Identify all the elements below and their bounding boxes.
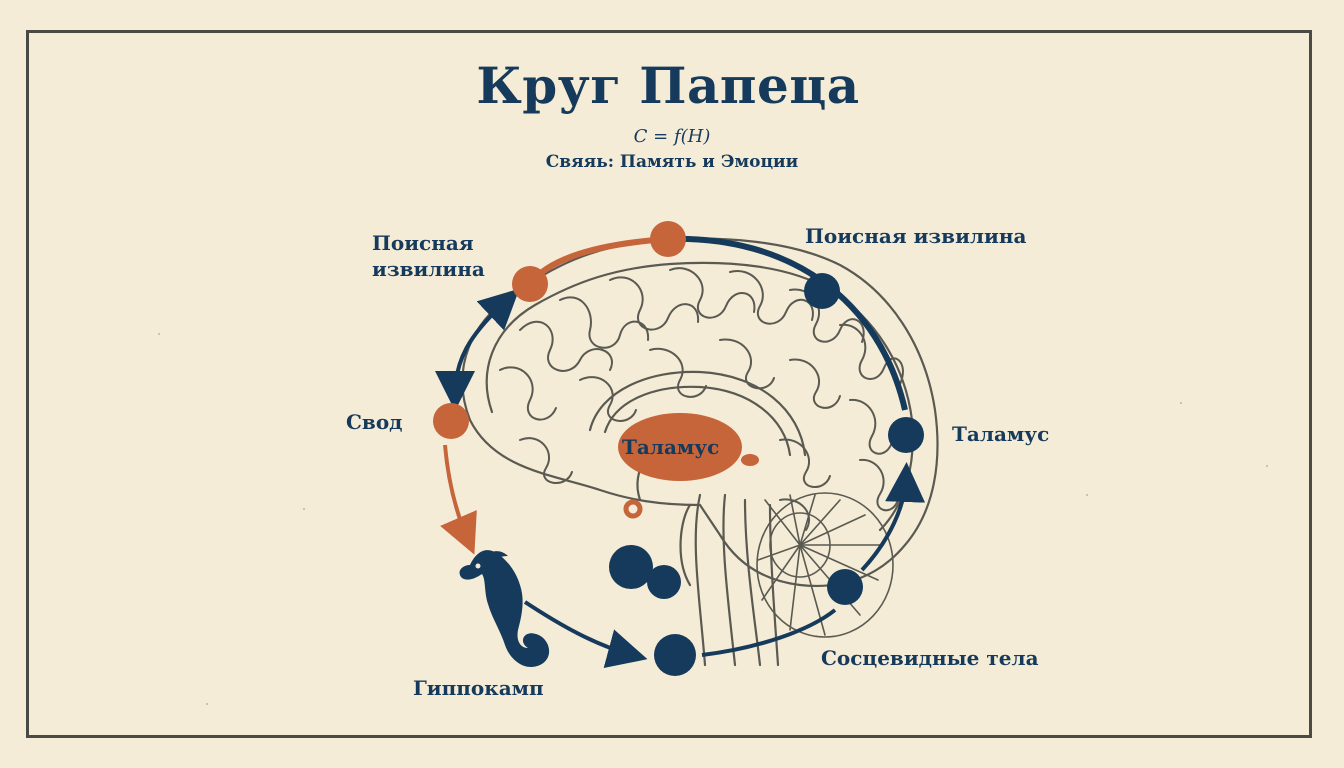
paper-speck [158, 333, 160, 335]
node-cluster-2 [647, 565, 681, 599]
label-mammillary: Сосцевидные тела [821, 646, 1039, 670]
node-top-rust [650, 221, 686, 257]
arrow-fornix-hippocampus [440, 444, 477, 555]
label-left-cingulate: Поисная извилина [372, 230, 485, 282]
label-thalamus-right: Таламус [952, 422, 1050, 446]
label-hippocampus: Гиппокамп [413, 676, 544, 700]
subtitle: Свяяь: Память и Эмоции [545, 152, 799, 172]
seahorse-icon [459, 550, 550, 668]
label-fornix: Свод [346, 410, 403, 434]
node-cluster-1 [609, 545, 653, 589]
label-left-cingulate-line2: извилина [372, 257, 485, 281]
small-rust-node [741, 454, 759, 466]
paper-speck [1180, 402, 1182, 404]
node-left-cingulate [512, 266, 548, 302]
arc-navy-top [667, 235, 908, 411]
label-right-cingulate: Поисная извилина [805, 224, 1027, 248]
brainstem [679, 493, 780, 667]
node-mammillary [827, 569, 863, 605]
paper-speck [206, 703, 208, 705]
node-mammillary-bottom [654, 634, 696, 676]
paper-speck [303, 508, 305, 510]
thalamus-center-node [618, 413, 742, 481]
paper-speck [1086, 494, 1088, 496]
arrow-cingulate-fornix [435, 288, 520, 411]
arc-mammillary-bottom [701, 608, 837, 657]
label-thalamus-center: Таламус [622, 435, 720, 459]
arrow-hippocampus-mammillary [523, 600, 648, 669]
small-rust-ring [623, 499, 643, 519]
paper-speck [1266, 465, 1268, 467]
diagram-title: Круг Папеца [476, 56, 860, 115]
node-fornix [433, 403, 469, 439]
diagram-frame [26, 30, 1312, 738]
formula: C = f(H) [633, 126, 711, 147]
arrow-to-thalamus [860, 462, 926, 572]
label-left-cingulate-line1: Поисная [372, 231, 474, 255]
node-thalamus-right [888, 417, 924, 453]
node-right-cingulate [804, 273, 840, 309]
brain-gyri [499, 267, 904, 531]
